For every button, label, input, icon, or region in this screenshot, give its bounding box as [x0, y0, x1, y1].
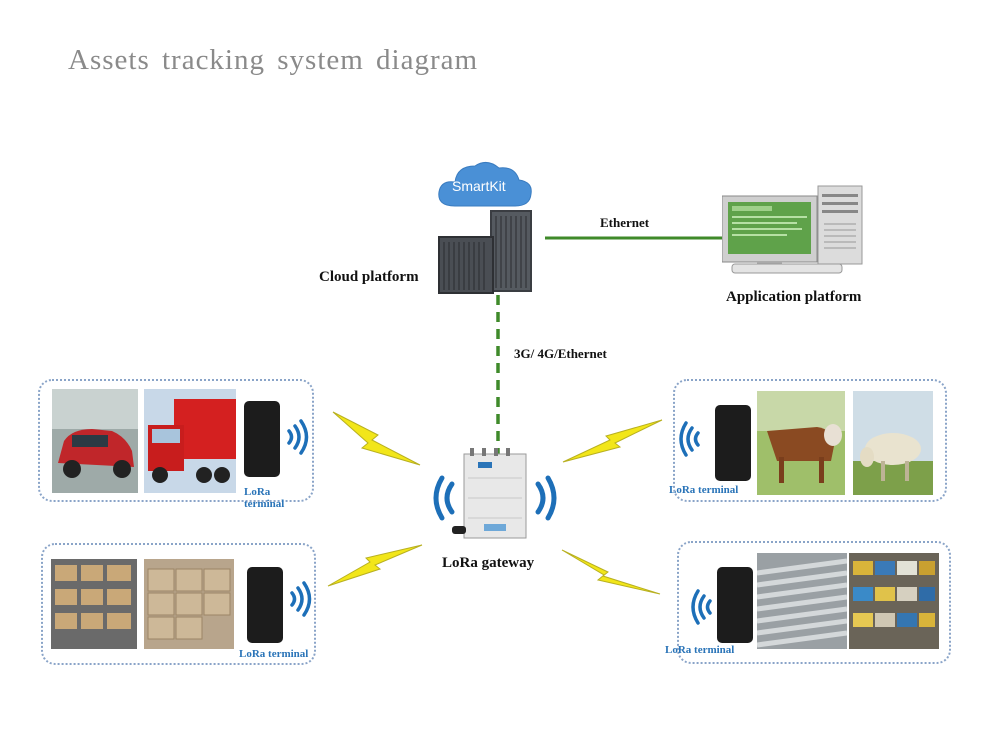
lora-gateway-icon: [433, 448, 557, 539]
lora-terminal-device: [247, 567, 283, 643]
pipes-photo: [757, 553, 847, 649]
bolt-icon: [327, 544, 423, 587]
wifi-signal-icon: [679, 421, 700, 457]
wifi-signal-icon: [287, 419, 309, 455]
lora-terminal-device: [715, 405, 751, 481]
cow-photo: [757, 391, 845, 495]
lora-terminal-label: LoRa terminal: [239, 648, 309, 660]
lora-terminal-device: [717, 567, 753, 643]
boxes-photo: [144, 559, 234, 649]
truck-photo: [144, 389, 236, 493]
diagram-title: Assets tracking system diagram: [68, 44, 479, 76]
bolt-icon: [332, 411, 421, 466]
lora-terminal-label: LoRa terminal: [244, 486, 285, 510]
bolt-icon: [562, 419, 663, 463]
lora-terminal-label: LoRa terminal: [669, 484, 739, 496]
cloud-platform-label: Cloud platform: [319, 269, 419, 285]
group-livestock: LoRa terminal: [669, 379, 947, 502]
store-shelves-photo: [849, 553, 939, 649]
lora-gateway-label: LoRa gateway: [442, 555, 535, 571]
backhaul-label: 3G/ 4G/Ethernet: [514, 346, 607, 361]
server-icon: [438, 210, 532, 294]
wifi-signal-icon: [691, 589, 712, 625]
bolt-icon: [561, 549, 661, 595]
lora-terminal-device: [244, 401, 280, 477]
wifi-signal-icon: [290, 581, 312, 617]
ethernet-label: Ethernet: [600, 215, 650, 230]
lora-terminal-label: LoRa terminal: [665, 644, 735, 656]
cloud-icon: [438, 162, 532, 207]
group-warehouse: LoRa terminal: [41, 543, 316, 665]
shelves-photo: [51, 559, 137, 649]
group-materials: LoRa terminal: [665, 541, 951, 664]
smartkit-brand: SmartKit: [452, 178, 506, 194]
sheep-photo: [853, 391, 933, 495]
application-platform-label: Application platform: [726, 289, 862, 305]
car-photo: [52, 389, 138, 493]
computer-icon: [722, 185, 863, 274]
group-vehicles: LoRa terminal: [38, 379, 314, 510]
